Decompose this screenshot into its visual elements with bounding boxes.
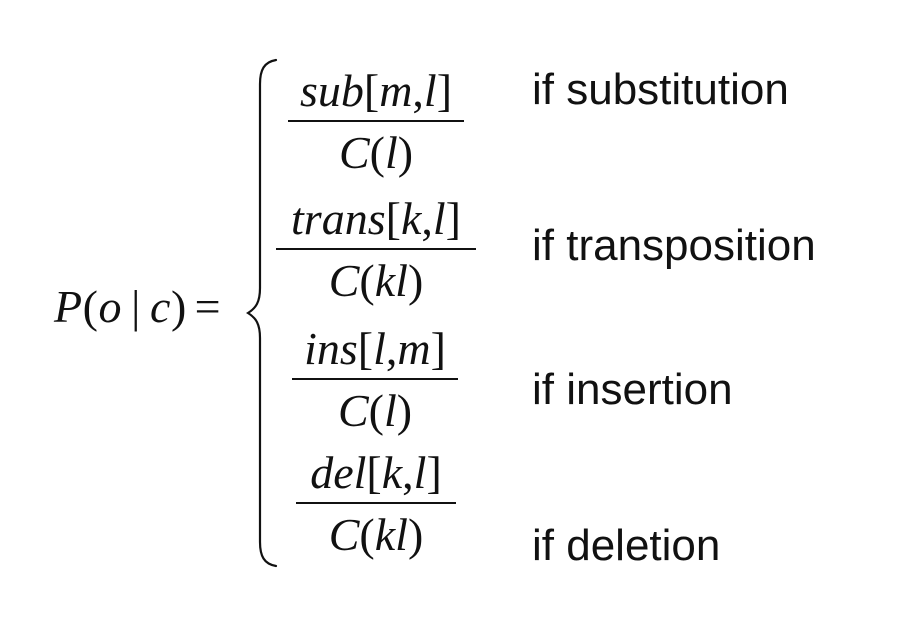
case-deletion-condition: if deletion [532, 521, 721, 570]
case-transposition-condition: if transposition [532, 221, 816, 270]
case-transposition-fraction: trans[k,l] C(kl) [276, 196, 476, 304]
case-insertion-fraction: ins[l,m] C(l) [292, 326, 458, 434]
fraction-bar [296, 502, 456, 504]
fraction-denominator: C(l) [337, 385, 413, 436]
fraction-denominator: C(l) [338, 127, 414, 178]
fraction-denominator: C(kl) [328, 255, 424, 306]
fraction-numerator: del[k,l] [310, 447, 442, 498]
fraction-bar [276, 248, 476, 250]
fraction-numerator: sub[m,l] [299, 65, 453, 116]
case-substitution-fraction: sub[m,l] C(l) [288, 68, 464, 176]
fraction-bar [292, 378, 458, 380]
case-substitution-condition: if substitution [532, 65, 789, 114]
fraction-numerator: trans[k,l] [291, 193, 461, 244]
fraction-numerator: ins[l,m] [304, 323, 446, 374]
equation-lhs: P(o|c)= [54, 281, 222, 332]
case-deletion-fraction: del[k,l] C(kl) [296, 450, 456, 558]
fraction-bar [288, 120, 464, 122]
case-insertion-condition: if insertion [532, 365, 733, 414]
left-brace [246, 58, 278, 568]
fraction-denominator: C(kl) [328, 509, 424, 560]
